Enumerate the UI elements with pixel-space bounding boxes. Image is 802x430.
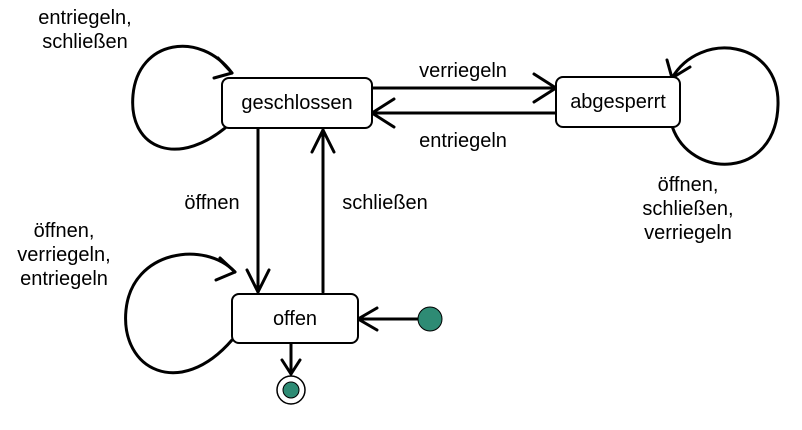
svg-text:entriegeln: entriegeln — [20, 268, 108, 290]
svg-text:entriegeln,: entriegeln, — [38, 7, 131, 29]
arrowhead-loop-geschlossen — [212, 56, 234, 80]
svg-text:schließen: schließen — [42, 31, 128, 53]
label-schliessen: schließen — [342, 192, 428, 214]
self-loop-label-abgesperrt: öffnen, schließen, verriegeln — [642, 174, 733, 244]
state-geschlossen-label: geschlossen — [241, 92, 352, 114]
label-entriegeln: entriegeln — [419, 130, 507, 152]
svg-text:verriegeln,: verriegeln, — [17, 244, 110, 266]
state-offen: offen — [231, 293, 359, 344]
self-loop-geschlossen — [131, 44, 234, 151]
self-loop-offen — [124, 252, 237, 375]
initial-state-dot — [417, 306, 443, 332]
arrowhead-down-to-offen — [245, 268, 271, 294]
state-offen-label: offen — [273, 308, 317, 330]
self-loop-label-geschlossen: entriegeln, schließen — [38, 7, 131, 53]
svg-text:schließen,: schließen, — [642, 198, 733, 220]
svg-text:öffnen,: öffnen, — [658, 174, 719, 196]
state-geschlossen: geschlossen — [221, 77, 373, 129]
svg-text:öffnen,: öffnen, — [34, 220, 95, 242]
state-abgesperrt: abgesperrt — [555, 76, 681, 128]
arrowhead-up-to-geschlossen — [310, 128, 336, 154]
label-verriegeln: verriegeln — [419, 60, 507, 82]
final-state — [276, 375, 306, 405]
self-loop-abgesperrt — [670, 46, 780, 166]
arrowhead-loop-offen — [214, 256, 237, 282]
arrowhead-to-final — [280, 358, 302, 376]
label-oeffnen: öffnen — [184, 192, 239, 214]
svg-text:verriegeln: verriegeln — [644, 222, 732, 244]
self-loop-label-offen: öffnen, verriegeln, entriegeln — [17, 220, 110, 290]
state-abgesperrt-label: abgesperrt — [570, 91, 666, 113]
